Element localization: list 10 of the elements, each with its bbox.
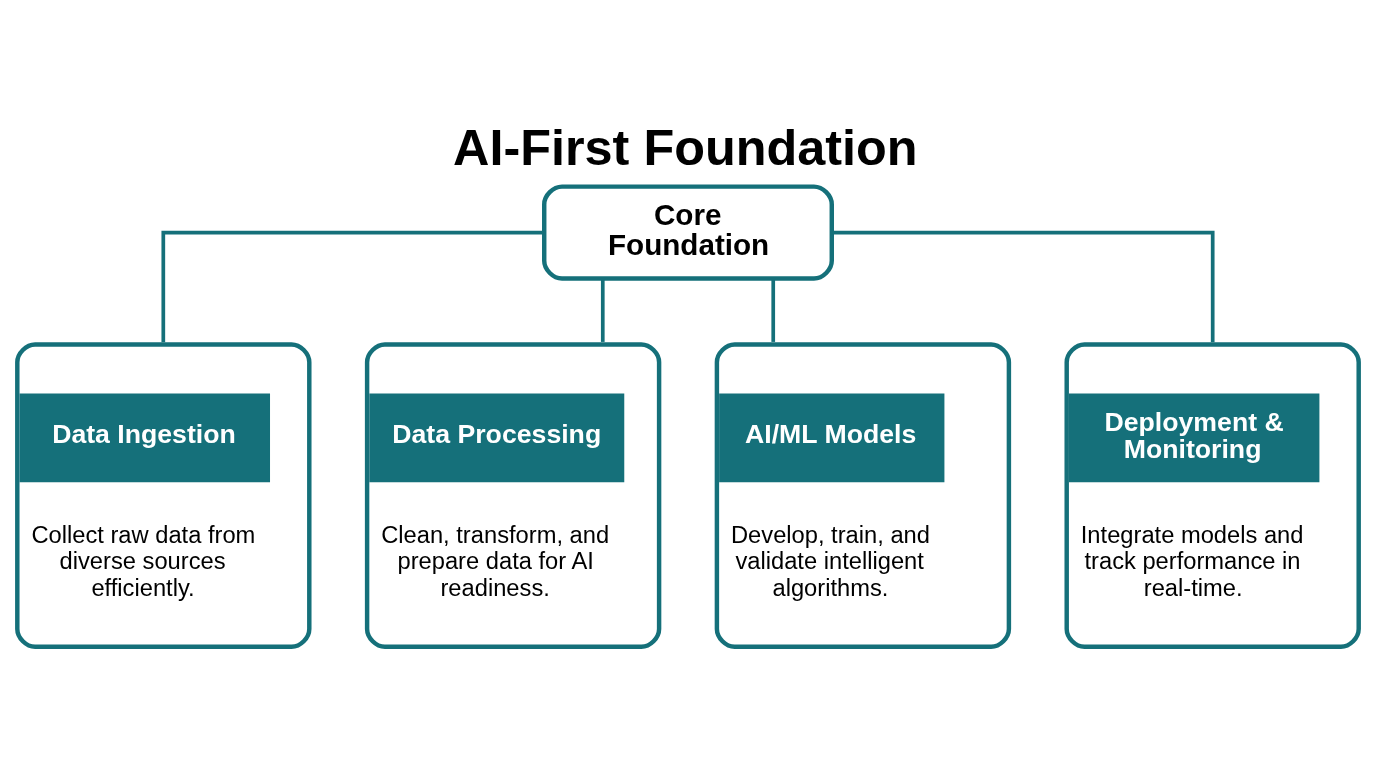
node-box: AI/ML Models Develop, train, and validate intelligent algorithms. [714, 341, 1012, 649]
connector [832, 230, 1215, 342]
node-box: Data Processing Clean, transform, and prepare data for AI readiness. [364, 341, 662, 649]
diagram-title: AI-First Foundation [453, 118, 918, 176]
node-box: Deployment & Monitoring Integrate models and track performance in real-time. [1064, 341, 1361, 649]
node-box: Data Ingestion Collect raw data from diverse sources efficiently. [15, 341, 312, 649]
connector [161, 230, 544, 342]
connector [771, 278, 776, 342]
connector [600, 278, 605, 342]
node-box: Core Foundation [542, 183, 834, 281]
